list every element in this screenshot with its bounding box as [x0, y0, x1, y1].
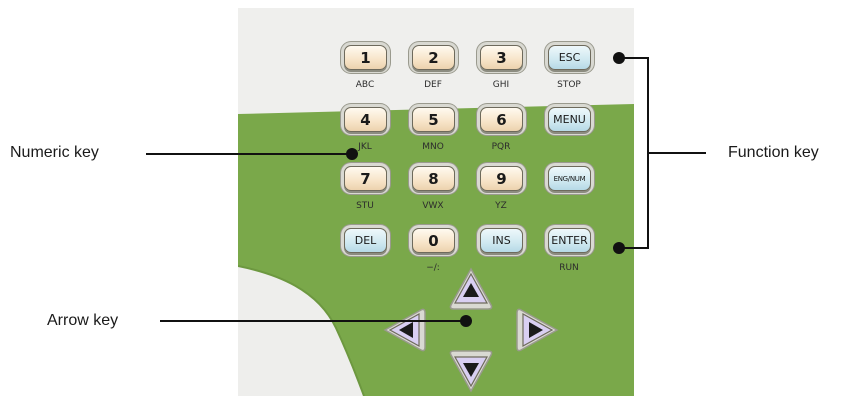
key-7[interactable]: 7	[344, 166, 387, 191]
key-3-sub: GHI	[471, 80, 531, 90]
key-7-sub: STU	[335, 201, 395, 211]
key-0[interactable]: 0	[412, 228, 455, 253]
key-6[interactable]: 6	[480, 107, 523, 132]
key-4-sub: JKL	[335, 142, 395, 152]
key-1[interactable]: 1	[344, 45, 387, 70]
key-1-sub: ABC	[335, 80, 395, 90]
key-4[interactable]: 4	[344, 107, 387, 132]
key-enter-sub: RUN	[539, 263, 599, 273]
key-9-sub: YZ	[471, 201, 531, 211]
key-ins[interactable]: INS	[480, 228, 523, 253]
key-esc-sub: STOP	[539, 80, 599, 90]
arrow-right-button[interactable]	[514, 307, 560, 353]
numeric-key-label: Numeric key	[10, 144, 99, 162]
key-8[interactable]: 8	[412, 166, 455, 191]
key-esc[interactable]: ESC	[548, 45, 591, 70]
key-2[interactable]: 2	[412, 45, 455, 70]
arrow-down-button[interactable]	[448, 348, 494, 394]
keypad-panel: 1 ABC 2 DEF 3 GHI ESC STOP 4 JKL 5 MNO 6…	[238, 8, 634, 396]
key-5-sub: MNO	[403, 142, 463, 152]
key-del[interactable]: DEL	[344, 228, 387, 253]
arrow-left-button[interactable]	[382, 307, 428, 353]
arrow-up-button[interactable]	[448, 266, 494, 312]
arrow-key-label: Arrow key	[47, 312, 118, 330]
key-enter[interactable]: ENTER	[548, 228, 591, 253]
key-eng-num[interactable]: ENG/NUM	[548, 166, 591, 191]
key-6-sub: PQR	[471, 142, 531, 152]
key-menu[interactable]: MENU	[548, 107, 591, 132]
function-key-label: Function key	[728, 144, 819, 162]
key-8-sub: VWX	[403, 201, 463, 211]
key-5[interactable]: 5	[412, 107, 455, 132]
key-3[interactable]: 3	[480, 45, 523, 70]
key-9[interactable]: 9	[480, 166, 523, 191]
key-2-sub: DEF	[403, 80, 463, 90]
